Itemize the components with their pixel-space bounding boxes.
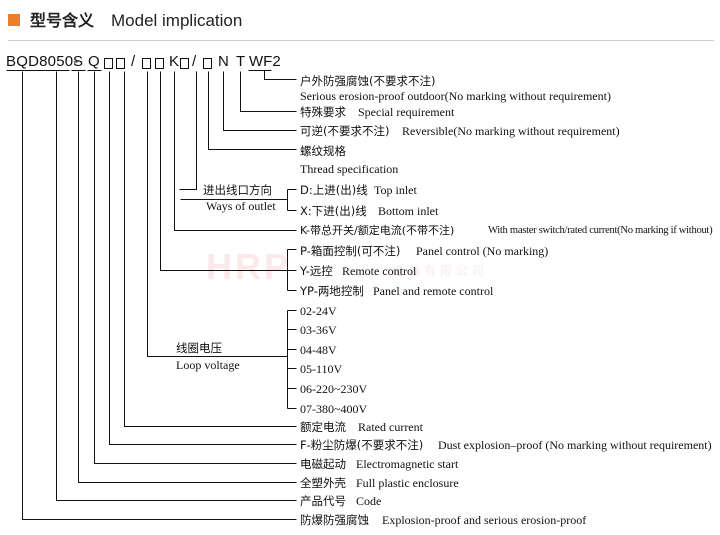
label-en: Electromagnetic start (356, 457, 459, 471)
placeholder-box (142, 58, 151, 69)
label-en: Top inlet (374, 183, 417, 197)
label-en: Remote control (342, 264, 417, 278)
label-en: Explosion-proof and serious erosion-proo… (382, 513, 587, 527)
voltage-option: 07-380~400V (300, 402, 368, 416)
label-zh: 螺纹规格 (300, 144, 346, 158)
label-zh: 额定电流 (300, 420, 346, 434)
label-en: Rated current (358, 420, 423, 434)
label-zh: 进出线口方向 (203, 183, 272, 197)
label-zh: YP-两地控制 (300, 284, 364, 298)
label-zh: Y-远控 (300, 264, 333, 278)
code-n: N (218, 53, 229, 70)
label-zh: 防爆防强腐蚀 (300, 513, 369, 527)
code-k: K (169, 53, 180, 70)
label-en: Special requirement (358, 105, 455, 119)
label-zh: K-带总开关/额定电流(不带不注) (300, 224, 455, 237)
label-en: Dust explosion–proof (No marking without… (438, 438, 712, 452)
label-zh: 可逆(不要求不注) (300, 124, 390, 138)
placeholder-box (104, 58, 113, 69)
title-zh: 型号含义 (30, 11, 95, 30)
label-en: Panel and remote control (373, 284, 494, 298)
code-prefix: BQD8050- (6, 53, 79, 70)
voltage-option: 03-36V (300, 323, 337, 337)
label-zh: D:上进(出)线 (300, 183, 368, 197)
label-en: Thread specification (300, 162, 399, 176)
label-zh: 户外防强腐蚀(不要求不注) (300, 74, 436, 88)
voltage-option: 02-24V (300, 304, 337, 318)
voltage-option: 04-48V (300, 343, 337, 357)
voltage-option: 06-220~230V (300, 382, 368, 396)
label-zh: 产品代号 (300, 494, 346, 508)
label-zh: P-箱面控制(可不注) (300, 244, 401, 258)
placeholder-box (203, 58, 212, 69)
code-s: S (73, 53, 84, 70)
placeholder-box (180, 58, 189, 69)
label-en: With master switch/rated current(No mark… (488, 225, 713, 236)
label-en: Reversible(No marking without requiremen… (402, 124, 620, 138)
label-en: Code (356, 494, 382, 508)
label-en: Ways of outlet (206, 199, 276, 213)
label-zh: F-粉尘防爆(不要求不注) (300, 438, 424, 452)
label-en: Panel control (No marking) (416, 244, 549, 258)
code-t: T (236, 53, 246, 70)
code-q: Q (88, 53, 100, 70)
title-en: Model implication (111, 11, 243, 30)
label-zh: 电磁起动 (300, 457, 346, 471)
orange-square-icon (8, 14, 20, 26)
label-en: Loop voltage (176, 358, 240, 372)
label-zh: X:下进(出)线 (300, 204, 367, 218)
label-zh: 全塑外壳 (300, 476, 346, 490)
voltage-option: 05-110V (300, 362, 343, 376)
placeholder-box (155, 58, 164, 69)
label-en: Full plastic enclosure (356, 476, 459, 490)
label-en: Serious erosion-proof outdoor(No marking… (300, 89, 611, 103)
placeholder-box (116, 58, 125, 69)
label-zh: 特殊要求 (300, 105, 346, 119)
label-zh: 线圈电压 (176, 341, 222, 355)
header-divider (8, 40, 714, 41)
label-en: Bottom inlet (378, 204, 439, 218)
code-slash: / (131, 53, 136, 70)
watermark-logo: HRP (206, 246, 292, 287)
watermark-company: 电器有限公司 (392, 264, 489, 278)
code-slash: / (192, 53, 197, 70)
code-wf2: WF2 (249, 53, 281, 70)
